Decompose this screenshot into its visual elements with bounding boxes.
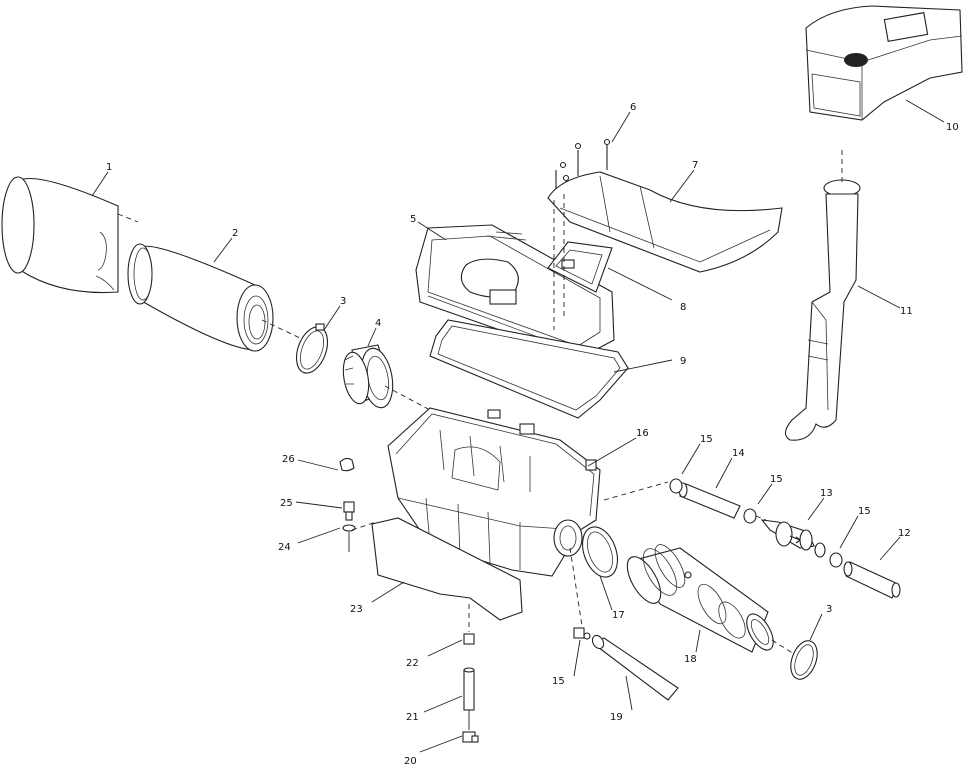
part-drain-hose — [573, 627, 679, 701]
part-coupler — [342, 344, 394, 409]
part-air-filter-element — [127, 243, 274, 352]
callout-6: 6 — [630, 102, 636, 113]
callout-11: 11 — [900, 306, 913, 317]
callout-19: 19 — [610, 712, 623, 723]
callout-17: 17 — [612, 610, 625, 621]
callout-10: 10 — [946, 122, 959, 133]
part-clamp-upper — [295, 323, 329, 374]
leader-lines — [91, 99, 945, 753]
callout-25: 25 — [280, 498, 293, 509]
callout-22: 22 — [406, 658, 419, 669]
callout-15-c: 15 — [858, 506, 871, 517]
callout-16: 16 — [636, 428, 649, 439]
part-breather-hose-upper — [669, 478, 757, 524]
callout-26: 26 — [282, 454, 295, 465]
callout-24: 24 — [278, 542, 291, 553]
callout-15-b: 15 — [770, 474, 783, 485]
part-snorkel-box — [805, 5, 963, 121]
callout-15-a: 15 — [700, 434, 713, 445]
callout-14: 14 — [732, 448, 745, 459]
callout-12: 12 — [898, 528, 911, 539]
callout-15-d: 15 — [552, 676, 565, 687]
part-drain-hardware — [462, 604, 479, 743]
callout-4: 4 — [375, 318, 381, 329]
part-snorkel-tube — [784, 150, 861, 441]
part-flange — [547, 194, 613, 330]
part-breather-hose-lower — [829, 552, 901, 599]
callout-3-upper: 3 — [340, 296, 346, 307]
part-intake-duct — [547, 171, 783, 273]
callout-18: 18 — [684, 654, 697, 665]
callout-9: 9 — [680, 356, 686, 367]
assembly-lines — [117, 213, 795, 655]
part-base-plate — [371, 517, 523, 621]
callout-3-lower: 3 — [826, 604, 832, 615]
callout-1: 1 — [106, 162, 112, 173]
callout-23: 23 — [350, 604, 363, 615]
part-airbox-housing — [387, 407, 601, 577]
part-o-ring — [581, 526, 619, 578]
part-small-hardware — [339, 457, 356, 552]
part-outer-filter-sleeve — [1, 176, 119, 294]
part-seal-gasket — [429, 319, 629, 419]
callout-20: 20 — [404, 756, 417, 766]
callout-7: 7 — [692, 160, 698, 171]
callout-13: 13 — [820, 488, 833, 499]
callout-labels: 1 2 3 3 4 5 6 7 8 9 10 11 12 13 14 15 15… — [106, 102, 959, 766]
part-clamp-lower — [790, 640, 818, 680]
callout-5: 5 — [410, 214, 416, 225]
part-intake-boot — [626, 544, 774, 653]
callout-2: 2 — [232, 228, 238, 239]
callout-8: 8 — [680, 302, 686, 313]
part-screws — [555, 138, 611, 200]
part-check-valve — [760, 519, 826, 558]
callout-21: 21 — [406, 712, 419, 723]
